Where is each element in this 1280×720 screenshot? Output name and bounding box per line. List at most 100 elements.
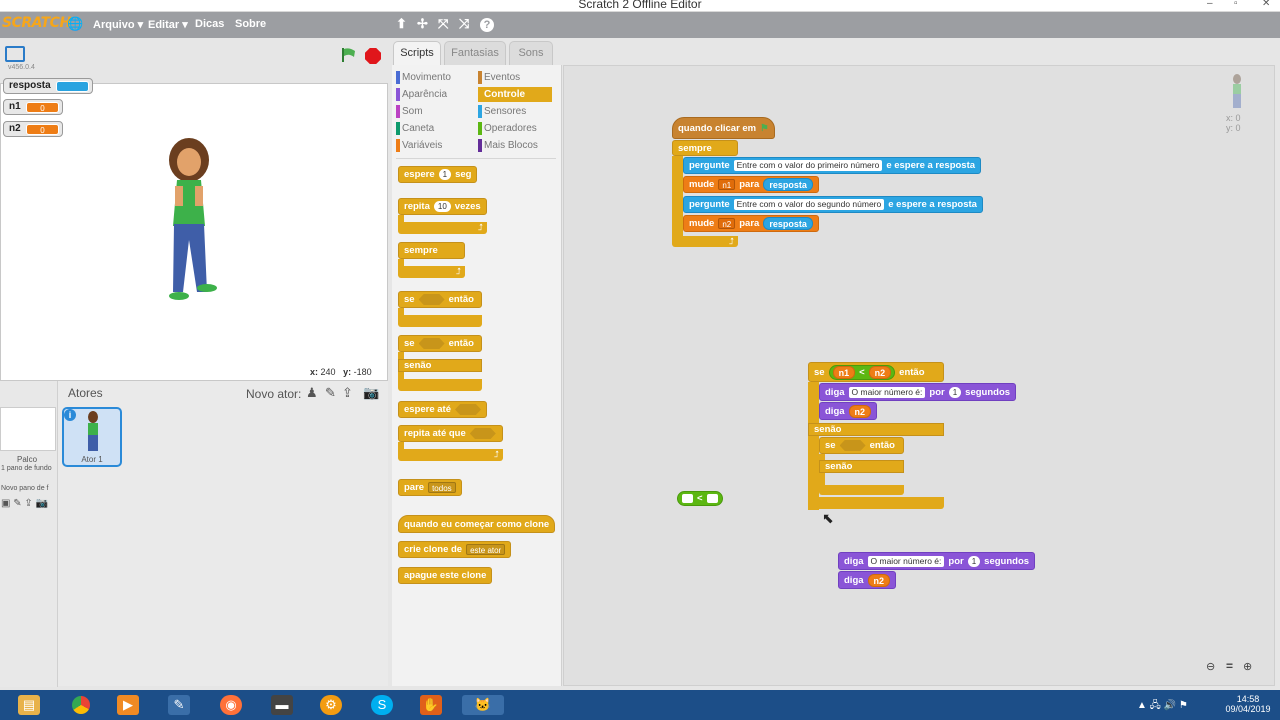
inner-senao-label: senão <box>819 460 904 473</box>
tab-sons[interactable]: Sons <box>509 41 553 65</box>
media-player-icon[interactable]: ▶ <box>117 695 139 715</box>
block-sempre-foot: ⮥ <box>398 266 465 278</box>
menu-sobre[interactable]: Sobre <box>235 18 267 30</box>
delete-cut-icon[interactable]: ✢ <box>417 16 428 31</box>
shrink-icon[interactable]: ⤨ <box>459 16 470 31</box>
block-espere-ate[interactable]: espere até <box>398 401 488 418</box>
zoom-in-icon[interactable]: ⊕ <box>1243 661 1253 673</box>
tab-fantasias[interactable]: Fantasias <box>444 41 506 65</box>
language-globe-icon[interactable]: 🌐 <box>67 16 84 31</box>
sprite-x: x: 0 <box>1226 113 1241 123</box>
monitor-resposta[interactable]: resposta <box>3 78 93 94</box>
sempre-arm <box>672 156 683 238</box>
category-controle[interactable]: Controle <box>478 87 552 102</box>
block-sempre[interactable]: sempre <box>398 242 465 259</box>
new-backdrop-label: Novo pano de f <box>1 485 49 492</box>
grow-icon[interactable]: ⤧ <box>438 16 449 31</box>
title-bar: Scratch 2 Offline Editor – ▫ ✕ <box>0 0 1280 12</box>
skype-icon[interactable]: S <box>371 695 393 715</box>
category-aparencia[interactable]: Aparência <box>396 87 447 102</box>
menu-editar[interactable]: Editar ▾ <box>148 19 188 31</box>
menu-arquivo[interactable]: Arquivo ▾ <box>93 19 144 31</box>
firefox-icon[interactable]: ◉ <box>220 695 242 715</box>
monitor-label: n2 <box>9 123 21 134</box>
new-backdrop-icons[interactable]: ▣ ✎ ⇪ 📷 <box>1 498 48 509</box>
close-button[interactable]: ✕ <box>1262 0 1271 9</box>
category-movimento[interactable]: Movimento <box>396 70 451 85</box>
stage-canvas[interactable]: resposta n1 0 n2 0 <box>0 78 388 403</box>
new-sprite-label: Novo ator: <box>246 387 302 401</box>
zoom-reset-icon[interactable]: = <box>1226 659 1234 673</box>
block-quando-clone[interactable]: quando eu começar como clone <box>398 515 556 533</box>
camera-sprite-icon[interactable]: 📷 <box>363 385 380 400</box>
file-explorer-icon[interactable]: ▤ <box>18 695 40 715</box>
paint-sprite-icon[interactable]: ✎ <box>325 385 336 400</box>
stop-icon[interactable] <box>365 48 381 64</box>
sprite-thumb-ator1[interactable]: i Ator 1 <box>62 407 122 467</box>
operand-slot-b[interactable] <box>706 494 718 503</box>
hat-when-flag-clicked[interactable]: quando clicar em ⚑ <box>672 117 775 139</box>
block-sempre-script[interactable]: sempre <box>672 140 738 156</box>
tray-icons[interactable]: ▲ 🖧 🔊 ⚑ <box>1137 700 1188 711</box>
block-se-senao-arm1 <box>398 352 404 360</box>
duplicate-stamp-icon[interactable]: ⬆ <box>396 16 407 31</box>
upload-sprite-icon[interactable]: ⇪ <box>342 385 353 400</box>
category-eventos[interactable]: Eventos <box>478 70 552 85</box>
green-flag-icon[interactable] <box>340 47 356 63</box>
category-variaveis[interactable]: Variáveis <box>396 138 442 153</box>
info-icon[interactable]: i <box>64 409 76 421</box>
choose-sprite-icon[interactable]: ♟ <box>306 385 318 400</box>
category-sensores[interactable]: Sensores <box>478 104 552 119</box>
scratch-logo[interactable]: SCRATCH <box>2 15 71 31</box>
monitor-n2[interactable]: n2 0 <box>3 121 63 137</box>
ask2-text[interactable]: Entre com o valor do segundo número <box>733 199 885 210</box>
settings-icon[interactable]: ⚙ <box>320 695 342 715</box>
block-repita-ate[interactable]: repita até que <box>398 425 503 442</box>
app-hand-icon[interactable]: ✋ <box>420 695 442 715</box>
op-less-than[interactable]: n1<n2 <box>828 364 896 380</box>
help-icon[interactable]: ? <box>480 18 494 32</box>
scanner-icon[interactable]: ▬ <box>271 695 293 715</box>
paint-icon[interactable]: ✎ <box>168 695 190 715</box>
clock[interactable]: 14:58 09/04/2019 <box>1222 694 1274 714</box>
monitor-n1[interactable]: n1 0 <box>3 99 63 115</box>
current-sprite-icon <box>1228 74 1246 110</box>
maximize-button[interactable]: ▫ <box>1234 0 1238 9</box>
zoom-out-icon[interactable]: ⊖ <box>1206 661 1216 673</box>
menu-dicas[interactable]: Dicas <box>195 18 225 30</box>
category-caneta[interactable]: Caneta <box>396 121 434 136</box>
category-som[interactable]: Som <box>396 104 423 119</box>
minimize-button[interactable]: – <box>1207 0 1213 9</box>
loose-less-than-operator[interactable]: < <box>677 491 723 506</box>
presentation-mode-icon[interactable] <box>5 46 25 62</box>
tab-scripts[interactable]: Scripts <box>393 41 441 65</box>
scratch-taskbar-icon[interactable]: 🐱 <box>462 695 504 715</box>
operand-slot-a[interactable] <box>682 494 693 503</box>
category-mais-blocos[interactable]: Mais Blocos <box>478 138 552 153</box>
sprite-character[interactable] <box>161 136 225 306</box>
ask1-text[interactable]: Entre com o valor do primeiro número <box>733 160 883 171</box>
block-sempre-arm <box>398 259 404 267</box>
stage-thumbnail[interactable] <box>0 407 56 451</box>
block-se-senao-script[interactable]: se n1<n2 então <box>808 362 944 382</box>
chrome-icon[interactable] <box>70 695 92 715</box>
block-apague-clone[interactable]: apague este clone <box>398 567 493 584</box>
category-operadores[interactable]: Operadores <box>478 121 552 136</box>
stage-x: 240 <box>320 367 336 377</box>
